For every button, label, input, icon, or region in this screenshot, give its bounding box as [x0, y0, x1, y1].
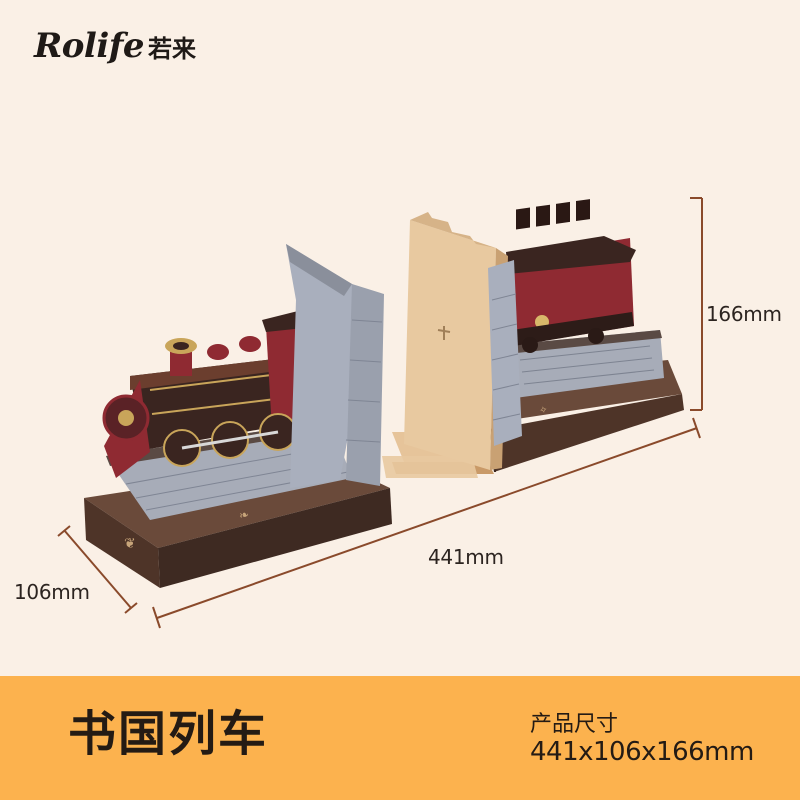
spec-value: 441x106x166mm	[530, 737, 754, 767]
depth-dimension-line	[57, 525, 138, 614]
footer-bar	[0, 676, 800, 800]
product-name: 书国列车	[68, 706, 269, 762]
product-illustration: ✧	[57, 197, 703, 629]
svg-text:✧: ✧	[538, 404, 548, 417]
right-bookend: ✧	[404, 199, 684, 472]
length-dimension-line	[152, 417, 701, 629]
spec-label: 产品尺寸	[530, 712, 619, 737]
brand-chinese: 若来	[148, 35, 197, 63]
height-label: 166mm	[706, 302, 782, 326]
left-bookend: ❦ ❧	[84, 244, 392, 588]
brand-latin: Rolife	[34, 26, 145, 66]
height-dimension-line	[690, 197, 703, 411]
svg-text:❧: ❧	[238, 507, 251, 523]
svg-text:❦: ❦	[124, 536, 136, 552]
length-label: 441mm	[428, 545, 504, 569]
depth-label: 106mm	[14, 580, 90, 604]
brand-logo: Rolife 若来	[34, 26, 196, 66]
